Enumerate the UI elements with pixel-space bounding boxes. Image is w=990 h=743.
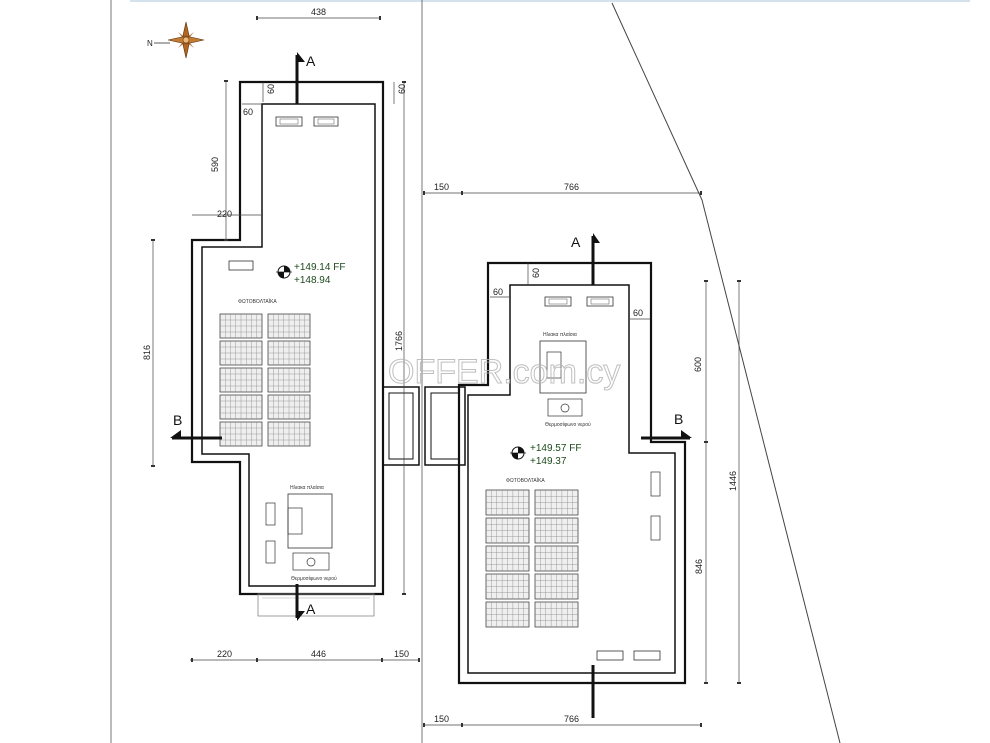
roof-vent [633, 650, 661, 661]
dim-left-bottom-left: 220 [217, 649, 232, 659]
left-pv-label: ΦΩΤΟΒΟΛΤΑΪΚΑ [238, 298, 277, 305]
section-label: A [306, 53, 316, 69]
dim-left-step-width: 220 [217, 209, 232, 219]
dim-left-total-height: 1766 [394, 331, 404, 351]
building-right: Ηλιακα πλαίσια Θερμοσίφωνο νερού +149.57… [457, 261, 687, 685]
section-marker-left-bottom: A [295, 584, 316, 621]
right-heater-label: Θερμοσίφωνο νερού [545, 421, 591, 428]
section-label: A [571, 234, 581, 250]
section-marker-left-side: B [170, 412, 222, 440]
right-pv-label: ΦΩΤΟΒΟΛΤΑΪΚΑ [506, 477, 545, 484]
roof-vent [265, 502, 276, 526]
dim-left-upper-height: 590 [210, 157, 220, 172]
dim-right-top-width: 766 [564, 182, 579, 192]
section-marker-right-top: A [571, 233, 600, 285]
building-left: +149.14 FF +148.94 ΦΩΤΟΒΟΛΤΑΪΚΑ Ηλιακα π… [190, 80, 385, 617]
dim-right-bottom-width: 766 [564, 714, 579, 724]
right-panel-label: Ηλιακα πλαίσια [543, 332, 577, 338]
left-pv-array [219, 313, 311, 447]
dim-left-bottom-gap: 150 [394, 649, 409, 659]
right-pv-array [485, 489, 579, 628]
dim-right-parapet-right: 60 [633, 308, 643, 318]
left-solar-collector [287, 493, 333, 549]
dim-right-parapet-top: 60 [531, 268, 541, 278]
left-parapet [201, 103, 376, 587]
roof-vent [650, 471, 661, 497]
roof-vent [596, 650, 624, 661]
right-outer-wall [457, 261, 687, 685]
compass-rose-icon: N [147, 21, 205, 59]
left-level-ff: +149.14 FF [294, 262, 345, 273]
roof-vent [265, 540, 276, 564]
dim-right-upper-height: 600 [693, 357, 703, 372]
left-heater-label: Θερμοσίφωνο νερού [291, 575, 337, 582]
north-label: N [147, 39, 153, 48]
right-parapet [467, 284, 676, 674]
dim-right-bottom-gap: 150 [434, 714, 449, 724]
section-label: A [306, 601, 316, 617]
section-label: B [173, 412, 182, 428]
roof-vent [313, 116, 339, 127]
left-water-heater [292, 552, 330, 571]
dim-right-top-gap: 150 [434, 182, 449, 192]
section-marker-right-side: B [641, 411, 692, 440]
connecting-bridge [382, 386, 466, 466]
left-level-sub: +148.94 [294, 275, 331, 286]
roof-vent [650, 515, 661, 541]
roof-vent [275, 116, 303, 127]
dimension-ticks [151, 16, 741, 727]
dim-right-parapet-left: 60 [493, 287, 503, 297]
dim-left-bottom-mid: 446 [311, 649, 326, 659]
roof-vent [228, 260, 254, 271]
section-marker-left-top: A [295, 52, 316, 104]
right-level-sub: +149.37 [530, 456, 567, 467]
section-label: B [674, 411, 683, 427]
dim-left-parapet-right: 60 [397, 84, 407, 94]
roof-vent [586, 296, 614, 307]
right-solar-collector [539, 340, 587, 394]
roof-vent [544, 296, 572, 307]
dim-left-lower-height: 816 [142, 345, 152, 360]
dim-left-parapet-top: 60 [266, 84, 276, 94]
left-balcony [257, 593, 375, 617]
watermark: OFFER.com.cy [388, 353, 620, 391]
level-marker-icon [510, 446, 526, 460]
left-panel-label: Ηλιακα πλαίσια [290, 485, 324, 491]
dim-right-total-height: 1446 [728, 471, 738, 491]
right-level-ff: +149.57 FF [530, 443, 581, 454]
dim-left-parapet-inner: 60 [243, 107, 253, 117]
site-boundary-diagonal [611, 2, 703, 201]
dim-left-top-width: 438 [311, 7, 326, 17]
level-marker-icon [276, 265, 292, 279]
dim-right-lower-height: 846 [694, 559, 704, 574]
right-water-heater [547, 398, 583, 417]
